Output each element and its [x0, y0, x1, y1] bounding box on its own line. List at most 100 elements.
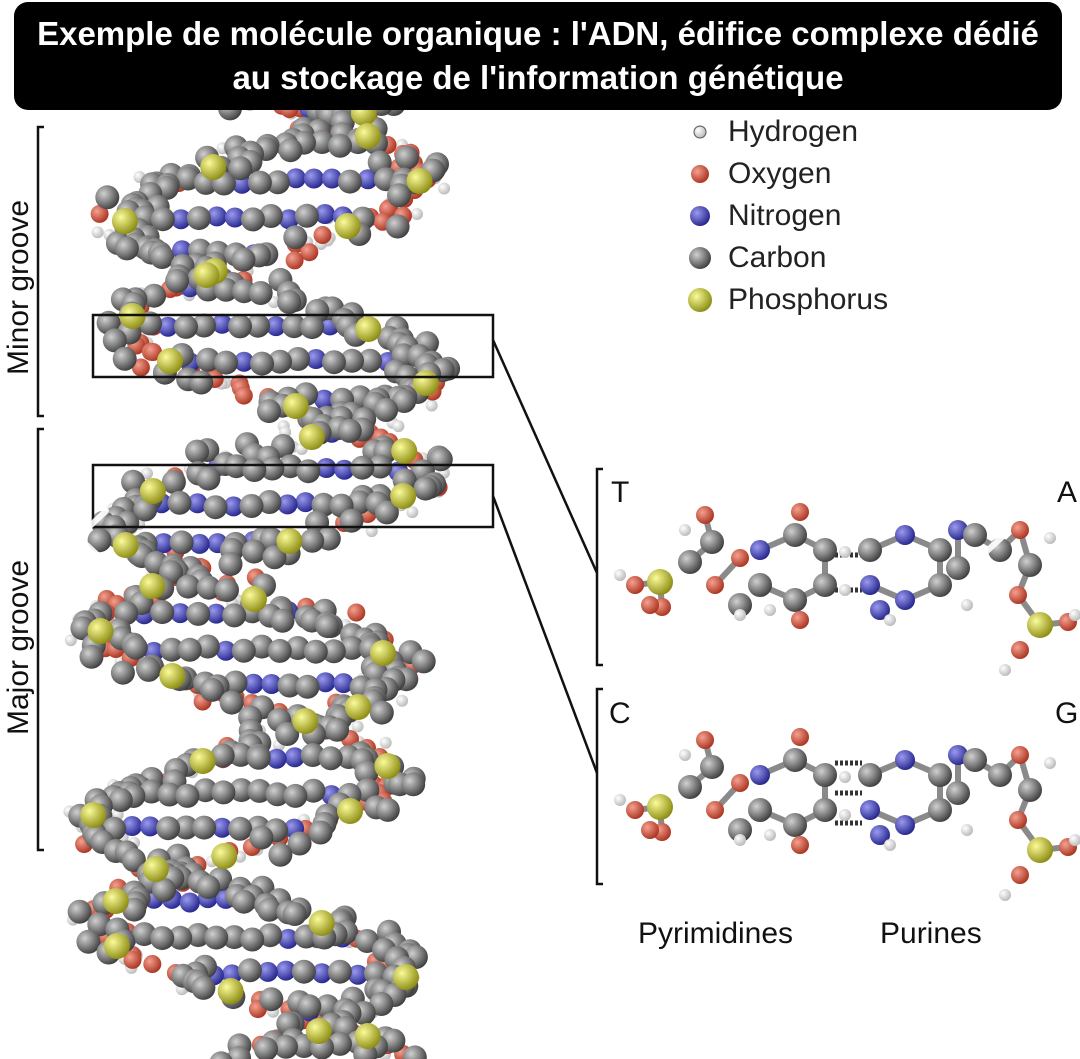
atom-c [241, 539, 266, 564]
connector-upper [491, 339, 599, 574]
atom-c [700, 755, 724, 779]
atom-n [122, 816, 143, 836]
atom-h [839, 584, 851, 596]
atom-c [401, 772, 426, 797]
atom-c [189, 370, 214, 395]
atom-p [189, 748, 216, 774]
atom-c [112, 346, 137, 371]
atom-o [1011, 521, 1029, 539]
atom-c [240, 207, 265, 232]
atom-c [204, 925, 229, 950]
minor-groove-label: Minor groove [2, 199, 35, 375]
atom-c [303, 639, 328, 664]
atom-c [95, 185, 120, 210]
atom-p [112, 532, 139, 558]
atom-c [294, 203, 319, 228]
atom-c [203, 495, 228, 520]
atom-c [159, 637, 184, 662]
atom-c [328, 1031, 352, 1056]
atom-h [614, 794, 626, 806]
atom-p [334, 213, 361, 239]
atom-o [313, 226, 332, 244]
atom-c [231, 638, 256, 663]
atom-o [791, 836, 809, 854]
atom-c [121, 469, 146, 494]
atom-c [168, 925, 193, 950]
atom-h [351, 720, 364, 733]
atom-o [731, 549, 749, 567]
atom-c [308, 820, 333, 845]
atom-c [223, 670, 248, 695]
atom-o [706, 801, 724, 819]
atom-n [895, 525, 915, 545]
legend-item-nitrogen: Nitrogen [686, 196, 841, 236]
atom-h [884, 839, 896, 851]
atom-o [641, 821, 659, 839]
atom-c [278, 138, 303, 163]
hydrogen-swatch-icon [693, 125, 707, 139]
atom-o [791, 503, 809, 521]
atom-n [170, 603, 191, 624]
atom-c [295, 674, 320, 699]
atom-c [108, 788, 133, 812]
base-pair-bracket-cg [595, 687, 603, 886]
atom-p [1027, 837, 1053, 863]
atom-h [1069, 609, 1080, 621]
atom-c [248, 281, 273, 305]
atom-n [223, 496, 244, 517]
major-groove-label: Major groove [2, 559, 35, 735]
atom-c [196, 875, 221, 899]
atom-p [370, 640, 396, 666]
atom-c [1018, 778, 1042, 802]
atom-o [791, 611, 809, 629]
atom-n [206, 206, 227, 227]
atom-c [169, 530, 194, 555]
atom-c [191, 975, 216, 1000]
atom-h [64, 634, 77, 647]
atom-c [300, 528, 325, 553]
atom-c [339, 635, 364, 660]
atom-c [783, 523, 807, 547]
atom-c [783, 748, 807, 772]
atom-n [277, 494, 298, 515]
atom-c [322, 350, 346, 375]
atom-n [303, 168, 324, 189]
atom-c [262, 545, 287, 570]
atom-c [260, 456, 285, 481]
atom-h [406, 506, 419, 519]
atom-h [396, 694, 409, 707]
atom-n [187, 493, 208, 514]
chevron-right-icon [971, 508, 1005, 566]
atom-c [301, 778, 326, 803]
caption-line-2: au stockage de l'information génétique [232, 59, 844, 96]
atom-o [234, 386, 253, 405]
atom-c [257, 897, 282, 922]
atom-n [170, 209, 191, 230]
previous-button[interactable] [70, 505, 114, 569]
atom-c [347, 490, 372, 515]
legend-label: Phosphorus [728, 283, 889, 316]
atom-c [282, 314, 306, 339]
pyrimidines-label: Pyrimidines [638, 917, 794, 950]
atom-p [159, 663, 186, 689]
base-pair-models [614, 503, 1080, 901]
atom-p [354, 123, 381, 149]
next-button[interactable] [966, 505, 1010, 569]
atom-h [141, 467, 153, 480]
chevron-left-icon [75, 508, 109, 566]
atom-h [1044, 532, 1056, 544]
atom-p [142, 856, 169, 882]
atom-p [241, 586, 267, 612]
atom-c [327, 959, 352, 984]
atom-c [946, 781, 970, 805]
legend-item-phosphorus: Phosphorus [686, 280, 888, 320]
atom-c [340, 348, 364, 373]
atom-h [1069, 834, 1080, 846]
atom-h [425, 399, 438, 412]
legend-item-carbon: Carbon [686, 238, 826, 278]
atom-n [870, 825, 890, 845]
atom-n [261, 674, 282, 694]
atom-p [139, 573, 166, 599]
atom-n [278, 928, 299, 949]
